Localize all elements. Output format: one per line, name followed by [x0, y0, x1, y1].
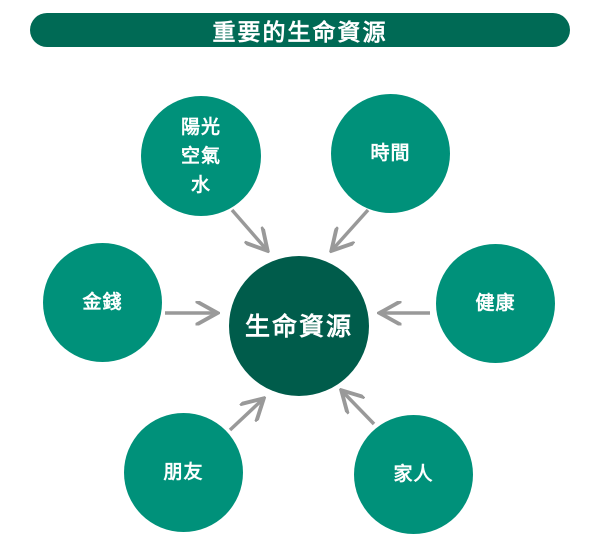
node-sun-air-water: 陽光 空氣 水 [141, 96, 261, 216]
node-friends: 朋友 [124, 413, 243, 532]
node-time: 時間 [331, 94, 450, 213]
diagram-title: 重要的生命資源 [30, 13, 570, 47]
node-label: 健康 [475, 292, 516, 314]
arrow-time [333, 208, 370, 249]
node-family: 家人 [354, 415, 473, 534]
arrow-sun-air-water [230, 208, 266, 249]
center-node: 生命資源 [229, 256, 369, 396]
node-label: 朋友 [163, 461, 204, 483]
node-line: 水 [190, 173, 211, 196]
node-line: 陽光 [180, 115, 221, 138]
center-node-label: 生命資源 [244, 311, 353, 341]
node-line: 空氣 [180, 144, 221, 167]
node-health: 健康 [436, 244, 555, 363]
node-label: 時間 [370, 142, 411, 164]
node-label: 家人 [393, 463, 434, 485]
node-label: 金錢 [82, 291, 123, 313]
arrow-family [343, 392, 376, 426]
node-money: 金錢 [43, 243, 162, 362]
arrow-friends [228, 400, 262, 432]
